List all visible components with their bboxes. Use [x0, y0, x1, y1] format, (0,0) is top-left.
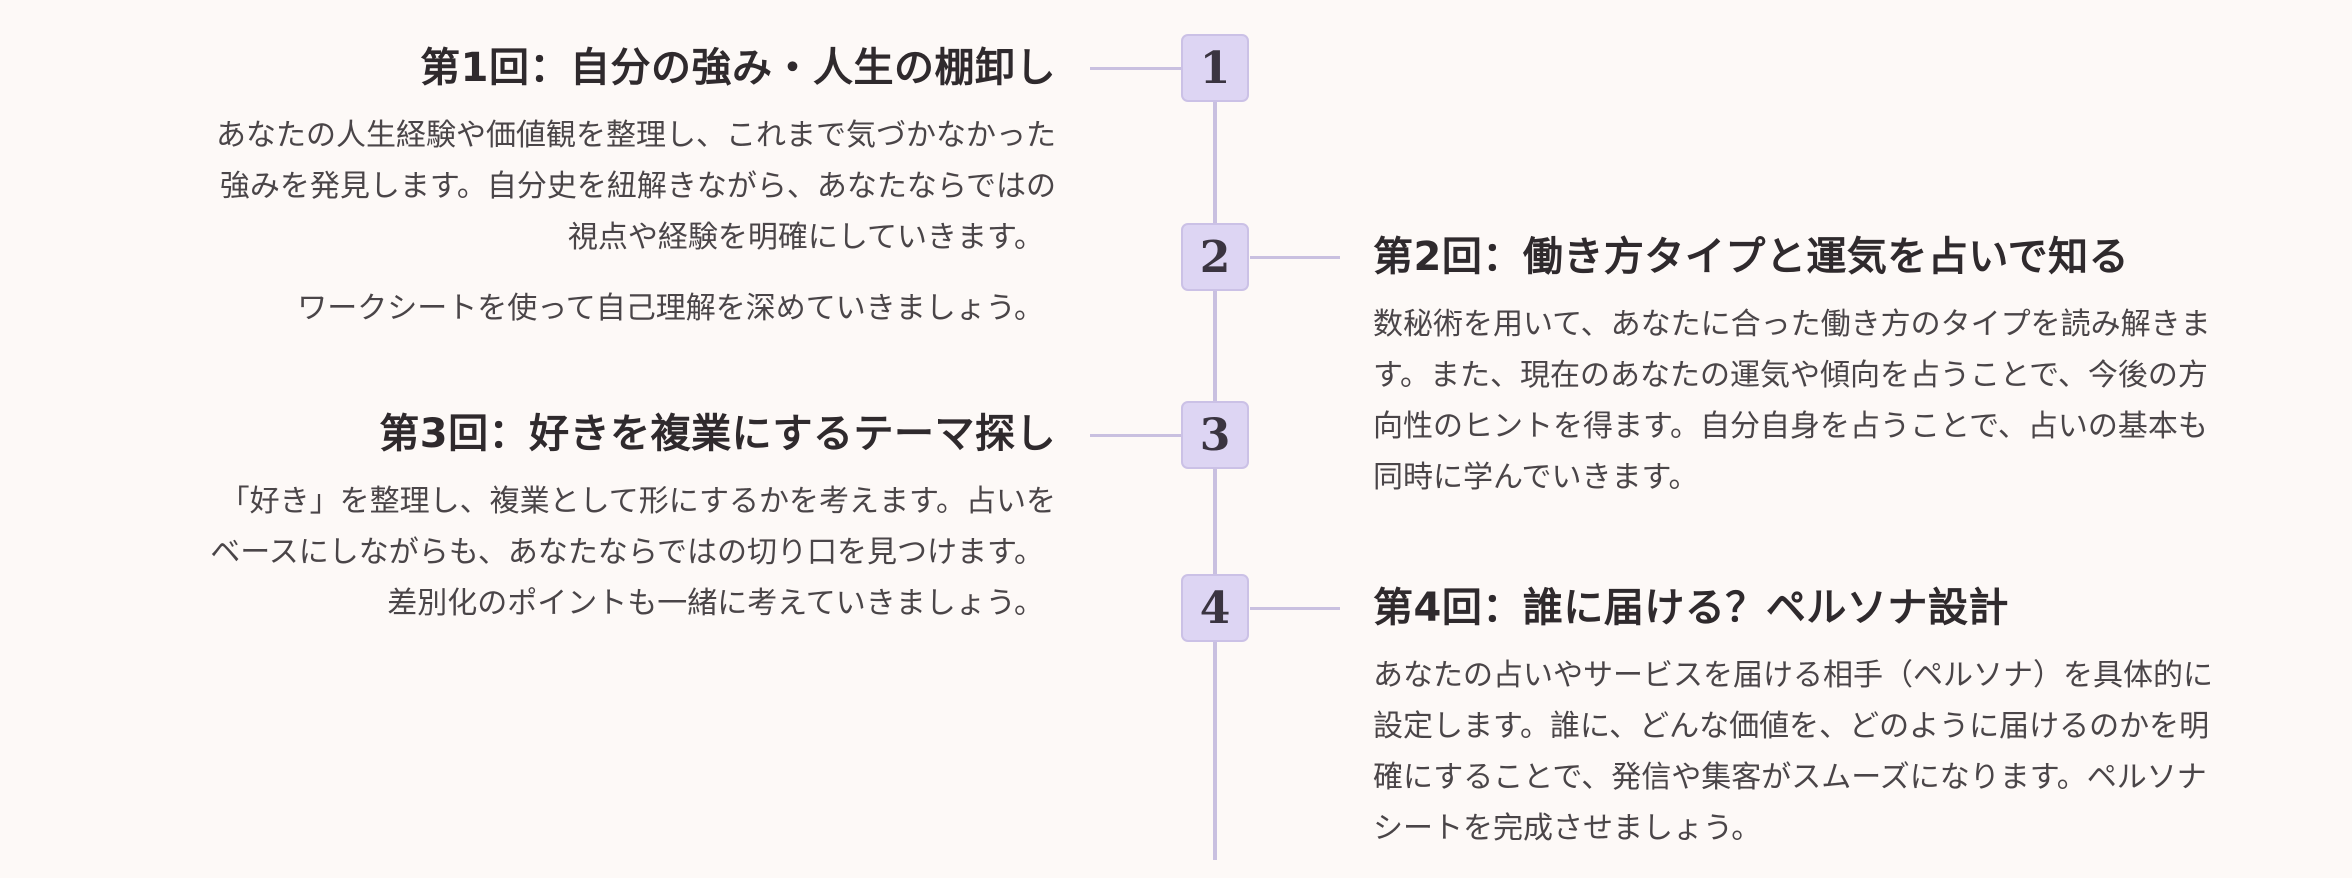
session-1-line: 強みを発見します。自分史を紐解きながら、あなたならではの: [219, 169, 1056, 204]
session-1-line: あなたの人生経験や価値観を整理し、これまで気づかなかった: [216, 118, 1056, 153]
session-1-line: 視点や経験を明確にしていきます。: [567, 220, 1044, 255]
connector-2: [1250, 256, 1340, 259]
session-2-line: 同時に学んでいきます。: [1373, 460, 1699, 495]
connector-3: [1090, 434, 1182, 437]
session-4-paragraph-1: あなたの占いやサービスを届ける相手（ペルソナ）を具体的に 設定します。誰に、どん…: [1373, 650, 2243, 854]
session-1-line: ワークシートを使って自己理解を深めていきましょう。: [297, 291, 1044, 326]
connector-1: [1090, 67, 1182, 70]
session-2-line: 向性のヒントを得ます。自分自身を占うことで、占いの基本も: [1373, 409, 2208, 444]
session-1-paragraph-2: ワークシートを使って自己理解を深めていきましょう。: [156, 283, 1056, 334]
session-4-title: 第4回：誰に届ける？ペルソナ設計: [1373, 585, 2009, 631]
session-2-line: 数秘術を用いて、あなたに合った働き方のタイプを読み解きま: [1373, 307, 2211, 342]
session-1-title: 第1回：自分の強み・人生の棚卸し: [420, 45, 1056, 91]
session-4-line: 確にすることで、発信や集客がスムーズになります。ペルソナ: [1373, 760, 2207, 795]
connector-4: [1250, 607, 1340, 610]
session-3: 第3回：好きを複業にするテーマ探し 「好き」を整理し、複業として形にするかを考え…: [156, 406, 1056, 629]
step-number-2: 2: [1181, 223, 1249, 291]
session-2-line: す。また、現在のあなたの運気や傾向を占うことで、今後の方: [1373, 358, 2208, 393]
session-4-line: 設定します。誰に、どんな価値を、どのように届けるのかを明: [1373, 709, 2210, 744]
session-1-paragraph-1: あなたの人生経験や価値観を整理し、これまで気づかなかった 強みを発見します。自分…: [156, 110, 1056, 263]
session-3-line: ベースにしながらも、あなたならではの切り口を見つけます。: [210, 535, 1044, 570]
session-3-line: 「好き」を整理し、複業として形にするかを考えます。占いを: [219, 484, 1056, 519]
session-4-line: あなたの占いやサービスを届ける相手（ペルソナ）を具体的に: [1373, 658, 2213, 693]
session-3-paragraph-1: 「好き」を整理し、複業として形にするかを考えます。占いを ベースにしながらも、あ…: [156, 476, 1056, 629]
session-3-line: 差別化のポイントも一緒に考えていきましょう。: [387, 586, 1044, 621]
step-number-3: 3: [1181, 401, 1249, 469]
step-number-4: 4: [1181, 574, 1249, 642]
session-3-title: 第3回：好きを複業にするテーマ探し: [379, 411, 1056, 457]
session-2: 第2回：働き方タイプと運気を占いで知る 数秘術を用いて、あなたに合った働き方のタ…: [1373, 229, 2243, 503]
session-2-paragraph-1: 数秘術を用いて、あなたに合った働き方のタイプを読み解きま す。また、現在のあなた…: [1373, 299, 2243, 503]
session-2-title: 第2回：働き方タイプと運気を占いで知る: [1373, 234, 2130, 280]
session-1: 第1回：自分の強み・人生の棚卸し あなたの人生経験や価値観を整理し、これまで気づ…: [156, 40, 1056, 334]
session-4: 第4回：誰に届ける？ペルソナ設計 あなたの占いやサービスを届ける相手（ペルソナ）…: [1373, 580, 2243, 854]
session-4-line: シートを完成させましょう。: [1373, 811, 1762, 846]
step-number-1: 1: [1181, 34, 1249, 102]
